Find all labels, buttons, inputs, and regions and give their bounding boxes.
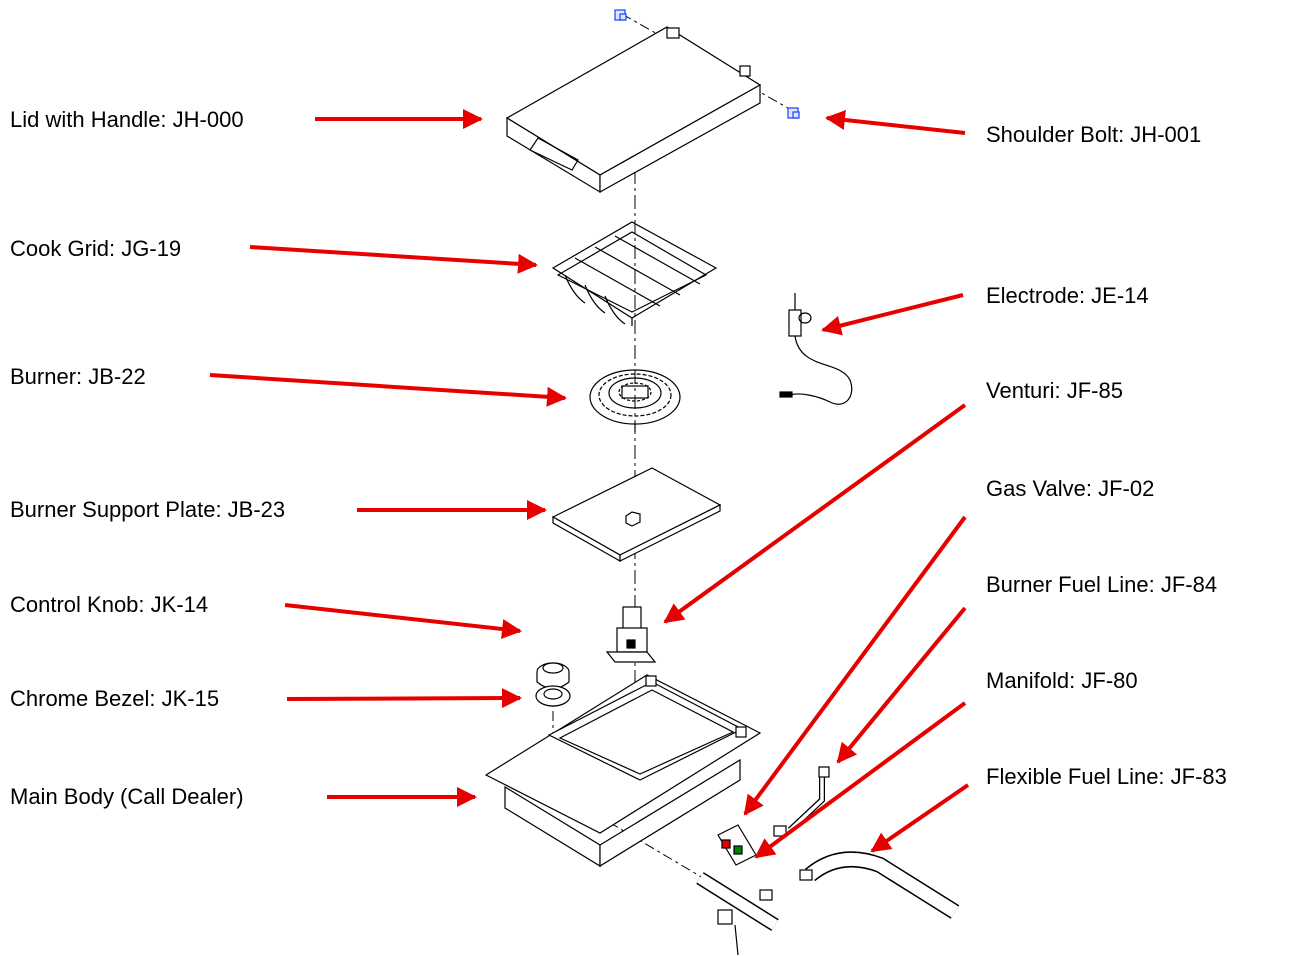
label-cook-grid: Cook Grid: JG-19 <box>10 236 182 261</box>
arrow-cook-grid <box>249 245 538 274</box>
label-burner-fuel-line: Burner Fuel Line: JF-84 <box>986 572 1218 597</box>
fuel-system-part <box>696 766 960 956</box>
chrome-bezel-part <box>535 685 571 707</box>
arrow-venturi <box>663 403 967 624</box>
main-body-part <box>484 674 762 868</box>
leader-arrows <box>209 109 970 859</box>
label-flexible-fuel-line: Flexible Fuel Line: JF-83 <box>986 764 1227 789</box>
electrode-part <box>779 293 853 405</box>
shoulder-bolt-part <box>614 9 800 119</box>
burner-part <box>589 369 681 432</box>
label-manifold: Manifold: JF-80 <box>986 668 1138 693</box>
lid-part <box>505 26 762 194</box>
label-electrode: Electrode: JE-14 <box>986 283 1149 308</box>
label-chrome-bezel: Chrome Bezel: JK-15 <box>10 686 220 711</box>
arrow-control-knob <box>284 603 522 639</box>
arrow-chrome-bezel <box>286 688 522 709</box>
label-main-body: Main Body (Call Dealer) <box>10 784 244 809</box>
label-burner: Burner: JB-22 <box>10 364 146 389</box>
label-control-knob: Control Knob: JK-14 <box>10 592 209 617</box>
arrow-burner <box>209 373 567 407</box>
control-knob-part <box>536 662 570 690</box>
arrow-shoulder-bolt <box>825 110 966 135</box>
arrow-manifold <box>754 701 967 859</box>
venturi-part <box>605 606 657 663</box>
cook-grid-part <box>551 221 718 326</box>
arrow-electrode <box>821 293 964 336</box>
label-gas-valve: Gas Valve: JF-02 <box>986 476 1155 501</box>
label-support-plate: Burner Support Plate: JB-23 <box>10 497 286 522</box>
arrow-flexible-fuel-line <box>870 783 970 853</box>
arrow-burner-fuel-line <box>836 606 967 764</box>
label-venturi: Venturi: JF-85 <box>986 378 1123 403</box>
label-lid: Lid with Handle: JH-000 <box>10 107 244 132</box>
support-plate-part <box>551 467 722 563</box>
arrow-gas-valve <box>743 515 967 816</box>
label-shoulder-bolt: Shoulder Bolt: JH-001 <box>986 122 1202 147</box>
